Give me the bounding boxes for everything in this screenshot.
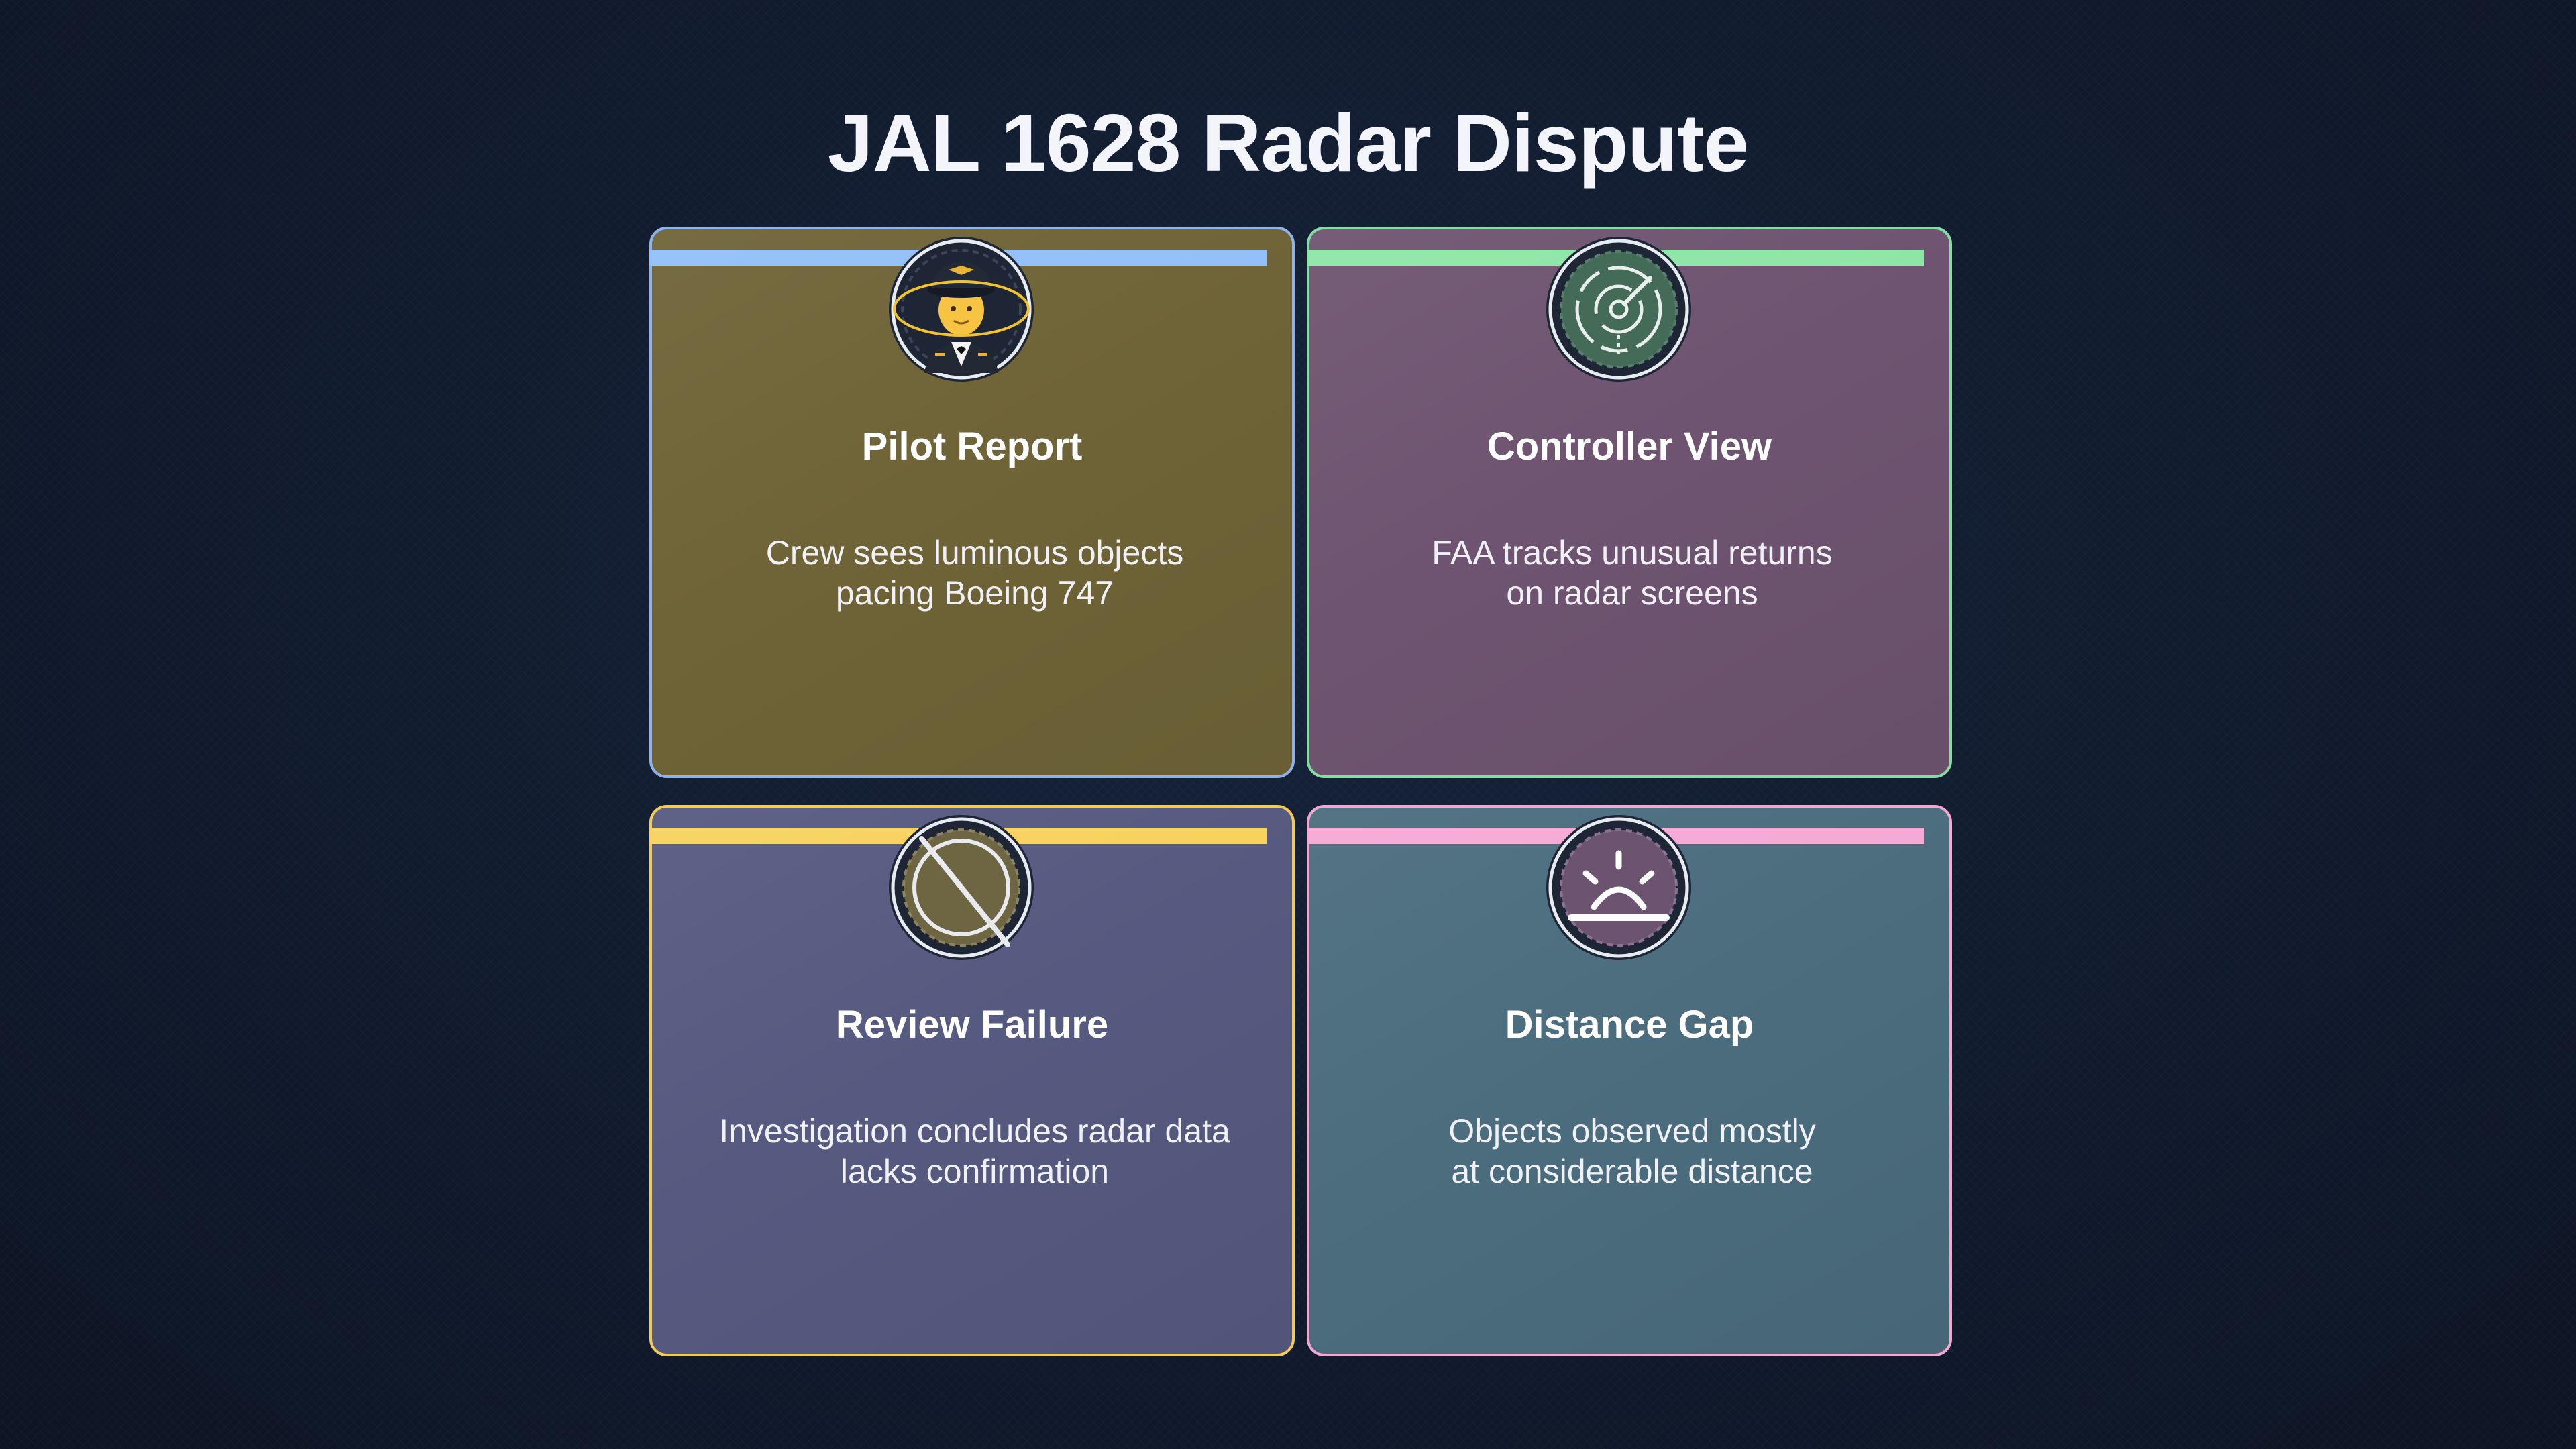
pilot-icon <box>887 235 1036 384</box>
card-description: Crew sees luminous objects pacing Boeing… <box>692 533 1257 613</box>
radar-icon <box>1544 235 1693 384</box>
card-description-line: Crew sees luminous objects <box>765 534 1184 572</box>
page-title: JAL 1628 Radar Dispute <box>827 97 1750 189</box>
card-distance-gap[interactable]: Distance Gap Objects observed mostly at … <box>1307 805 1952 1356</box>
card-pilot-report[interactable]: Pilot Report Crew sees luminous objects … <box>649 227 1295 778</box>
card-title: Review Failure <box>835 1003 1109 1046</box>
card-description-line: Investigation concludes radar data <box>719 1112 1230 1150</box>
card-description: Objects observed mostly at considerable … <box>1350 1111 1915 1191</box>
card-description: FAA tracks unusual returns on radar scre… <box>1350 533 1915 613</box>
card-review-failure[interactable]: Review Failure Investigation concludes r… <box>649 805 1295 1356</box>
card-description-line: at considerable distance <box>1451 1152 1813 1190</box>
card-title: Pilot Report <box>861 425 1083 468</box>
card-description-line: Objects observed mostly <box>1448 1112 1816 1150</box>
prohibited-icon <box>887 813 1036 962</box>
card-title: Controller View <box>1487 425 1772 468</box>
card-title: Distance Gap <box>1505 1003 1754 1046</box>
card-description-line: on radar screens <box>1506 574 1758 612</box>
card-description-line: FAA tracks unusual returns <box>1432 534 1833 572</box>
card-description-line: pacing Boeing 747 <box>835 574 1114 612</box>
card-description-line: lacks confirmation <box>840 1152 1110 1190</box>
card-controller-view[interactable]: Controller View FAA tracks unusual retur… <box>1307 227 1952 778</box>
card-grid: Pilot Report Crew sees luminous objects … <box>649 227 1952 1356</box>
card-description: Investigation concludes radar data lacks… <box>692 1111 1257 1191</box>
horizon-icon <box>1544 813 1693 962</box>
